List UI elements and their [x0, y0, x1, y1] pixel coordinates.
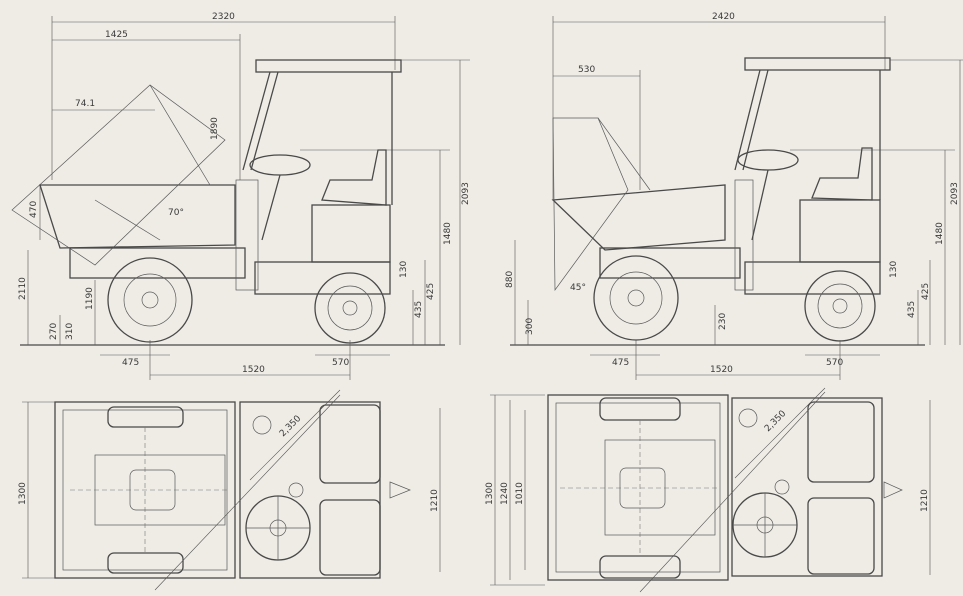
roll-canopy [744, 57, 891, 71]
wheelbase-label: 1520 [710, 365, 733, 375]
engine-housing [311, 204, 391, 263]
height-canopy-label: 2093 [461, 182, 471, 205]
rear-wheel [804, 270, 876, 342]
front-wheel-left [599, 397, 681, 421]
height-axle-label: 130 [399, 261, 409, 278]
height-left-e-label: 310 [65, 323, 75, 340]
skip-raised-outline [11, 84, 226, 266]
height-left-c-label: 1190 [85, 287, 95, 310]
roll-canopy [255, 59, 402, 73]
height-left-d-label: 270 [49, 323, 59, 340]
height-left-a-label: 470 [29, 201, 39, 218]
tip-angle-label: 70° [168, 208, 184, 218]
skip-offset-label: 530 [578, 65, 595, 75]
front-chassis [69, 247, 246, 279]
front-wheel-left [107, 406, 184, 428]
canopy-front-post [242, 71, 271, 171]
engine-housing [799, 199, 881, 263]
tow-hitch [883, 481, 903, 499]
height-left-b-label: 300 [525, 318, 535, 335]
turn-radius-label: 2,350 [763, 409, 788, 434]
skip-plan [547, 394, 729, 581]
skip-dumped-outline [552, 117, 629, 292]
plan-view-right: 1300 1240 1010 1210 2,350 [485, 387, 931, 593]
seat-left [319, 404, 381, 484]
canopy-front-post [734, 69, 761, 171]
side-view-dumped-skip: 2420 530 2093 1480 425 435 130 880 300 2… [505, 12, 963, 380]
seat-right [319, 499, 381, 576]
front-wheel-right [599, 555, 681, 579]
plan-view-left: 1300 1210 2,350 [18, 389, 441, 591]
height-left-b-label: 2110 [18, 277, 28, 300]
seat-left [807, 401, 875, 483]
skip-offset-label: 74.1 [75, 99, 95, 109]
steering-wheel [249, 154, 311, 176]
front-overhang-label: 475 [612, 358, 629, 368]
skip-body [551, 184, 726, 251]
height-platform-label: 425 [921, 283, 931, 300]
side-view-tipped-skip: 2320 1425 74.1 2093 1480 425 435 130 211… [11, 12, 471, 380]
overall-length-label: 2420 [712, 12, 735, 22]
height-seat-label: 1480 [935, 222, 945, 245]
front-axle-diff [619, 467, 666, 509]
wheelbase-label: 1520 [242, 365, 265, 375]
driver-seat [811, 147, 873, 201]
height-left-a-label: 880 [505, 271, 515, 288]
front-wheel [107, 257, 193, 343]
rear-overhang-label: 570 [332, 358, 349, 368]
front-wheel-right [107, 552, 184, 574]
turn-radius-label: 2,350 [278, 414, 303, 439]
overall-length-label: 2320 [212, 12, 235, 22]
front-wheel [593, 255, 679, 341]
height-canopy-label: 2093 [950, 182, 960, 205]
skip-plan [54, 401, 236, 579]
skip-height-label: 1890 [210, 117, 220, 140]
rear-overhang-label: 570 [826, 358, 843, 368]
front-chassis [599, 247, 741, 279]
height-platform-label: 425 [426, 283, 436, 300]
rear-chassis [744, 261, 881, 295]
steering-wheel [737, 149, 799, 171]
plan-width-a-label: 1300 [485, 482, 495, 505]
rear-wheel [314, 272, 386, 344]
front-overhang-label: 475 [122, 358, 139, 368]
height-step-label: 435 [414, 301, 424, 318]
rear-chassis-plan [239, 401, 381, 579]
height-seat-label: 1480 [443, 222, 453, 245]
driver-seat [321, 149, 387, 206]
skip-body [39, 184, 236, 249]
rear-chassis-plan [731, 397, 883, 577]
seat-right [807, 497, 875, 575]
height-mid-label: 230 [718, 313, 728, 330]
height-step-label: 435 [907, 301, 917, 318]
plan-width-b-label: 1240 [500, 482, 510, 505]
plan-right-width-label: 1210 [920, 489, 930, 512]
height-axle-label: 130 [889, 261, 899, 278]
rear-chassis [254, 261, 391, 295]
plan-right-width-label: 1210 [430, 489, 440, 512]
skip-length-label: 1425 [105, 30, 128, 40]
plan-width-c-label: 1010 [515, 482, 525, 505]
front-axle-diff [129, 469, 176, 511]
tow-hitch [389, 481, 411, 499]
dump-angle-label: 45° [570, 283, 586, 293]
plan-width-label: 1300 [18, 482, 28, 505]
